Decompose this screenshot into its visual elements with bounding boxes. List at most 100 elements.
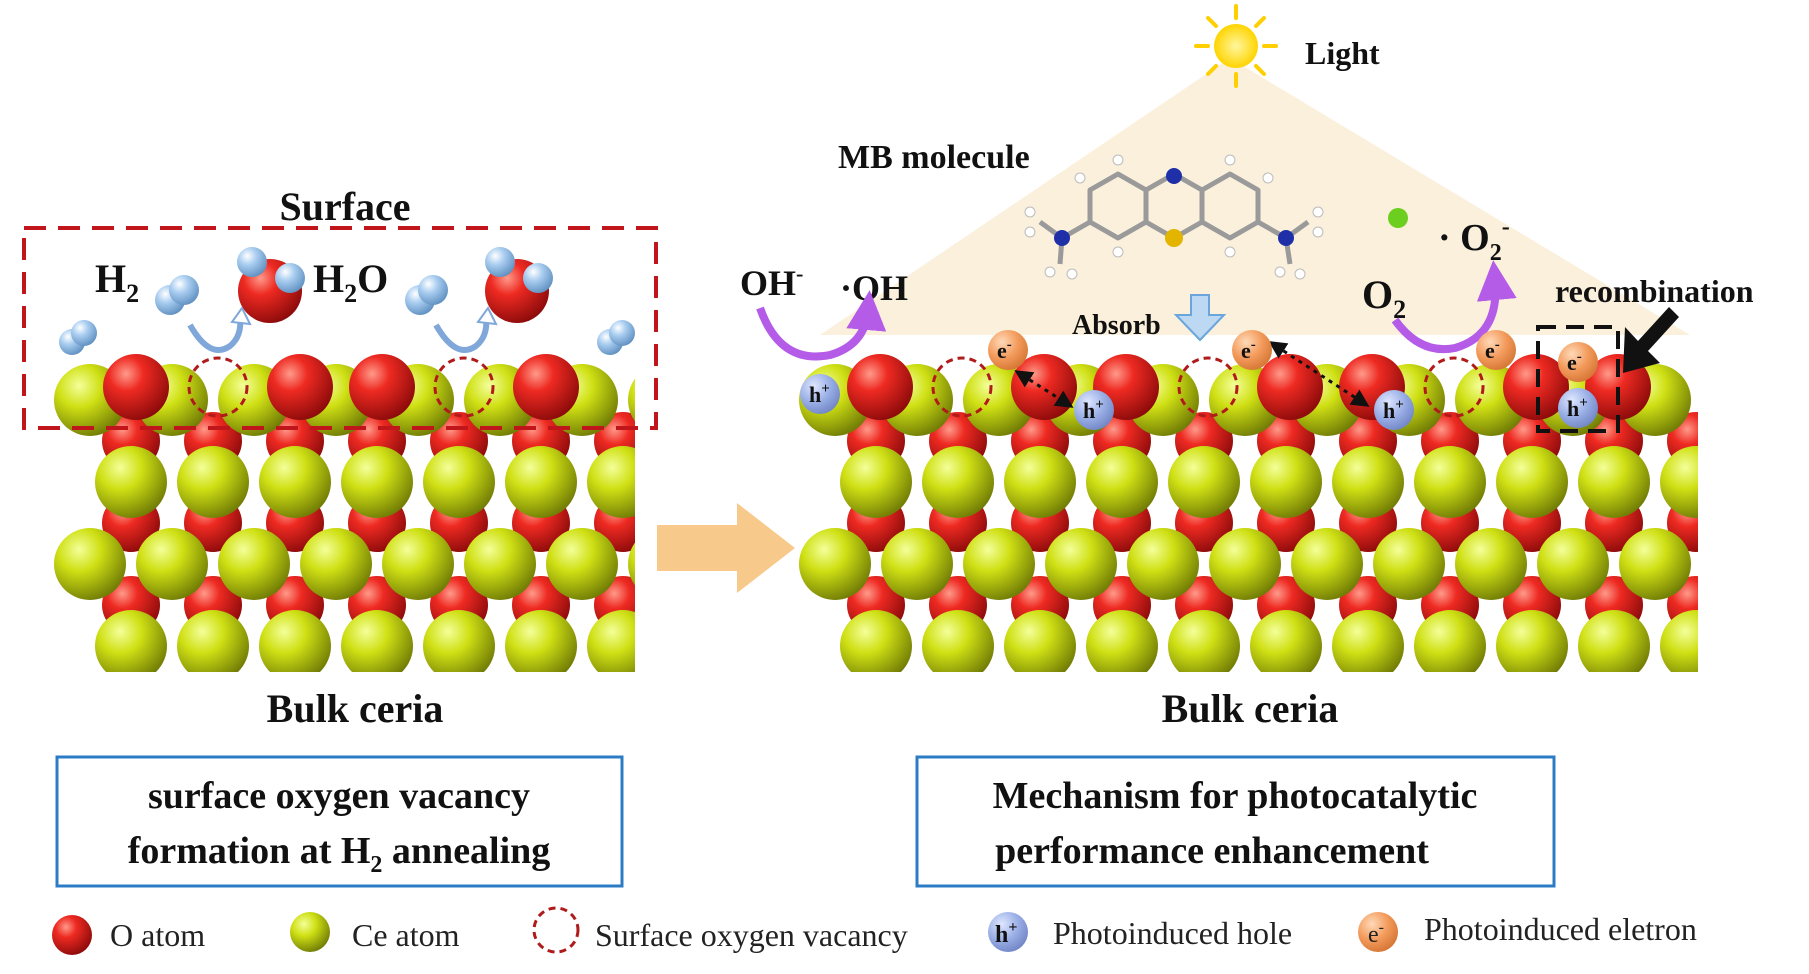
absorb-arrow [1173, 294, 1227, 342]
legend-ce-atom-icon [290, 912, 330, 952]
ce-atom [259, 446, 331, 518]
ce-atom [799, 528, 871, 600]
ce-atom [382, 528, 454, 600]
ce-atom [881, 528, 953, 600]
recombination-box [1536, 325, 1620, 433]
photoinduced-hole-marker [1074, 390, 1114, 430]
absorb-label: Absorb [1072, 310, 1161, 341]
ce-atom [95, 446, 167, 518]
ce-atom [546, 528, 618, 600]
legend-electron-symbol: e- [1368, 919, 1384, 948]
photoinduced-hole: h+ [1374, 390, 1414, 430]
o-atom [1749, 494, 1807, 552]
ce-atom [1414, 446, 1486, 518]
mb-molecule-structure [1024, 154, 1324, 280]
legend-electron-label: Photoinduced eletron [1424, 911, 1697, 947]
ce-atom [1537, 528, 1609, 600]
ce-atom [922, 610, 994, 672]
oxygen-vacancy [433, 356, 495, 418]
ce-atom [1619, 528, 1691, 600]
photoinduced-electron: e- [1558, 342, 1598, 382]
legend-o-atom-label: O atom [110, 917, 205, 953]
oxygen-vacancy [1177, 356, 1239, 418]
ce-atom [1701, 364, 1773, 436]
photoinduced-electron: e- [1232, 330, 1272, 370]
ce-atom [1209, 528, 1281, 600]
ce-atom [840, 610, 912, 672]
surface-o-atom [103, 354, 169, 420]
ce-atom [587, 446, 635, 518]
legend-ce-atom-label: Ce atom [352, 917, 460, 953]
ce-atom [587, 610, 635, 672]
hydroxyl-radical-label: ·OH [840, 268, 908, 308]
light-cone [820, 58, 1690, 335]
photoinduced-hole-symbol: h+ [1083, 397, 1104, 423]
ce-atom [840, 446, 912, 518]
ce-atom [669, 610, 741, 682]
ce-atom [1578, 610, 1650, 672]
ce-atom [177, 610, 249, 672]
ce-atom [505, 610, 577, 672]
vacancy-formation-arrow-head [476, 306, 498, 326]
ce-atom [1742, 446, 1809, 518]
legend: O atom Ce atom Surface oxygen vacancy h+… [52, 906, 1697, 955]
caption-box-right [915, 755, 1556, 888]
ce-atom [1332, 446, 1404, 518]
ce-atom [341, 610, 413, 672]
recombination-label: recombination [1555, 273, 1754, 309]
ce-atom [54, 528, 126, 600]
oxygen-vacancy [931, 356, 993, 418]
ce-atom [136, 528, 208, 600]
legend-o-atom-icon [52, 915, 92, 955]
photoinduced-electron-symbol: e- [997, 337, 1012, 363]
surface-o-atom [1257, 354, 1323, 420]
ce-atom [628, 542, 635, 586]
vacancy-formation-arrow [187, 317, 244, 353]
light-label: Light [1305, 35, 1380, 71]
photoinduced-electron-marker [1232, 330, 1272, 370]
ce-atom [1742, 610, 1809, 682]
ce-atom [300, 528, 372, 600]
ce-atom [1250, 446, 1322, 518]
surface-o-atom [847, 354, 913, 420]
photoinduced-hole-symbol: h+ [1383, 397, 1404, 423]
o-atom [1749, 412, 1807, 470]
ce-atom [1127, 528, 1199, 600]
ce-atom [1250, 610, 1322, 672]
legend-vacancy-label: Surface oxygen vacancy [595, 917, 908, 953]
photoinduced-electron-marker [1476, 330, 1516, 370]
ce-atom [1373, 528, 1445, 600]
ce-atom [95, 610, 167, 672]
ce-atom [1496, 610, 1568, 672]
ce-atom [341, 446, 413, 518]
ce-atom [1168, 446, 1240, 518]
caption-right-line2: performance enhancement [995, 830, 1429, 872]
photoinduced-hole-marker [800, 374, 840, 414]
ce-atom [505, 446, 577, 518]
recombination-pointer-arrow [1623, 307, 1679, 373]
h2-molecule [155, 275, 199, 315]
caption-right-line1: Mechanism for photocatalytic [993, 775, 1478, 817]
ce-atom [1004, 446, 1076, 518]
ce-atom [1291, 528, 1363, 600]
surface-oxygen-row-left [103, 354, 579, 420]
h2-molecule [597, 320, 635, 355]
ce-atom [1455, 528, 1527, 600]
surface-o-atom [513, 354, 579, 420]
caption-left-line1: surface oxygen vacancy [148, 775, 530, 817]
ce-atom [1496, 446, 1568, 518]
ce-atom [1701, 528, 1773, 600]
mb-molecule-label: MB molecule [838, 139, 1030, 176]
ce-atom [922, 446, 994, 518]
photoinduced-electron-symbol: e- [1241, 337, 1256, 363]
ceria-lattice-left [54, 364, 741, 716]
o-atom [676, 658, 734, 716]
ce-atom [1332, 610, 1404, 672]
ce-atom [177, 446, 249, 518]
ce-atom [464, 528, 536, 600]
legend-hole-symbol: h+ [995, 919, 1017, 948]
hydroxide-label: OH- [740, 261, 803, 303]
ce-atom [1660, 610, 1698, 672]
surface-label: Surface [279, 184, 410, 229]
